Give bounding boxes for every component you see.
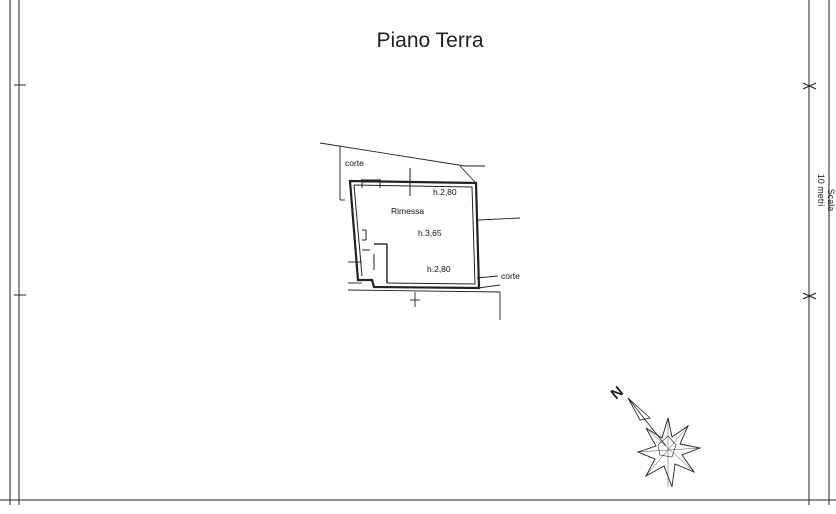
corte-right-label: corte bbox=[501, 271, 520, 281]
height-mid-label: h.3,65 bbox=[418, 228, 442, 238]
corte-top-label: corte bbox=[345, 158, 364, 168]
compass-rose-icon: N bbox=[608, 383, 702, 488]
page-title: Piano Terra bbox=[376, 29, 483, 52]
site-context-lines bbox=[319, 142, 521, 320]
scale-value-text: 10 metri bbox=[816, 174, 826, 207]
building-walls bbox=[348, 168, 481, 290]
height-bottom-label: h.2,80 bbox=[427, 264, 451, 274]
left-frame-border bbox=[9, 0, 26, 505]
room-name-label: Rimessa bbox=[391, 206, 424, 216]
compass-north-letter: N bbox=[608, 383, 627, 403]
scale-label-text: Scala bbox=[826, 189, 836, 212]
height-top-label: h.2,80 bbox=[433, 187, 457, 197]
right-frame-border bbox=[802, 0, 830, 505]
